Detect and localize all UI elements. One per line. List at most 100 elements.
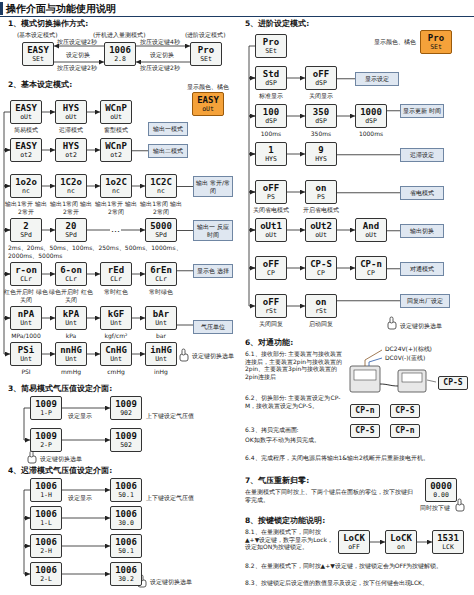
note-label: 标准显示 [249,92,293,100]
note-label: 设定显示 [68,494,92,502]
display-text: CP-n [355,406,374,416]
mode-box: 回复出厂设定 [400,294,450,308]
display-text: on [316,183,327,193]
display-text: HYS [63,103,79,113]
note-label: 按压设定键2秒 [140,64,180,72]
lcd-display: WCnPot2 [100,138,132,162]
note-label: 绿色开启时 红色关闭 [49,288,93,303]
display-text: CP-S [395,406,414,416]
device-illustration [350,350,436,392]
lcd-display: oUt2oUt [305,218,337,242]
flow-arrow [287,230,305,231]
hand-icon [180,349,188,361]
note-label: 100ms [249,130,293,138]
mode-box: 输出切换 [400,224,444,238]
lcd-display: 100dSP [255,104,287,128]
flow-arrow [337,300,400,301]
display-text: 902 [120,409,132,417]
flow-arrow [132,150,148,151]
note-label: 设定键切换选单 [192,352,234,360]
display-text: 1006 [35,481,57,491]
flow-arrow [136,46,190,47]
flow-arrow [370,542,385,543]
display-text: oFF [313,69,329,79]
note-label: (开机进入量测模式) [93,31,146,39]
lcd-display: EASYSEt [22,42,54,66]
flow-arrow [287,78,305,79]
mode-box: 输出一模式 [148,122,188,136]
lcd-display: onPS [305,180,337,204]
box-text: 输出二模式 [153,147,183,155]
flow-arrow [417,542,432,543]
note-label: 设定键切换选单 [150,578,192,586]
note-label: 同时按下键 [420,504,450,512]
display-text: 1009 [115,431,137,441]
flow-arrow [337,78,355,79]
lcd-display: 5000SPd [145,218,177,242]
lcd-display: CP-S [350,424,380,438]
lcd-display: 1o2Cnc [100,174,132,198]
note-label: 关闭显示 [299,92,343,100]
note-label: 6.1、接收部分: 主要装置与接收装置连接后，主要装置2pin与接收装置的2pi… [245,350,343,380]
flow-arrow [177,325,193,326]
lcd-display: r-onCLr [10,262,42,286]
display-text: PS [267,193,275,201]
display-text: nc [112,187,120,195]
display-text: oFF [348,543,360,551]
lcd-display: LoCKon [385,530,417,554]
flow-arrow [337,154,400,155]
section-heading: 8、按键锁定功能说明: [245,516,325,525]
lcd-display: 1531LCK [432,530,464,554]
flow-arrow [287,116,305,117]
lcd-display: oFFCP [255,256,287,280]
display-text: CLr [20,275,32,283]
note-label: 输出1常闭 输出2常闭 [139,200,183,215]
note-label: 显示颜色、橘色 [187,83,229,91]
lcd-display: 10092-P [30,428,62,452]
main-device [350,366,380,392]
box-text: 输出 常开/常闭 [196,179,230,194]
lcd-display: EASYoUt [10,100,42,124]
display-text: CP [367,269,375,277]
display-text: nc [22,187,30,195]
page-title: 操作介面与功能使用说明 [6,3,116,15]
display-text: 50.1 [118,547,134,555]
lcd-display: 100630.2 [110,562,142,586]
flow-arrow [54,62,104,63]
note-label: 设定切换 [66,51,90,59]
note-label: 按压设定键2秒 [57,64,97,72]
mode-box: 显示设定 [355,72,399,86]
flow-arrow [87,186,100,187]
note-label: inHg [139,368,183,376]
note-label: 8.1、在量测模式下，同时按▲+▼设定键，数字显示为Lock，设定如ON为按键锁… [245,528,333,551]
display-text: rSt [315,307,327,315]
mode-box: 显示色 选择 [193,264,233,278]
lcd-display: kPAUnt [55,306,87,330]
note-label: 红色开启时 绿色关闭 [4,288,48,303]
display-text: Pro [428,33,444,43]
flow-arrow [42,112,55,113]
lcd-display: EASYoUt [192,92,224,116]
lcd-display: EASYot2 [10,138,42,162]
lcd-display: CP-nCP [355,256,387,280]
lcd-display: 100650.1 [110,478,142,502]
display-text: CP-n [360,259,382,269]
lcd-display: 350dSP [305,104,337,128]
leader-line [427,380,436,382]
flow-arrow [132,274,145,275]
lcd-display: 100630.0 [110,506,142,530]
note-label: 启动回复 [299,320,343,328]
display-text: 20 [66,221,77,231]
note-label: 输出1常闭 输出2常开 [49,200,93,215]
display-text: 50.1 [118,491,134,499]
dc24v-wire [365,350,382,366]
display-text: 1006 [35,537,57,547]
lcd-display: 10091-P [30,396,62,420]
hand-icons [28,317,464,587]
note-label: 关闭省电模式 [249,206,293,214]
display-text: CLr [155,275,167,283]
lcd-display: CP-n [350,404,380,418]
display-text: And [363,221,379,231]
display-text: Unt [20,355,32,363]
